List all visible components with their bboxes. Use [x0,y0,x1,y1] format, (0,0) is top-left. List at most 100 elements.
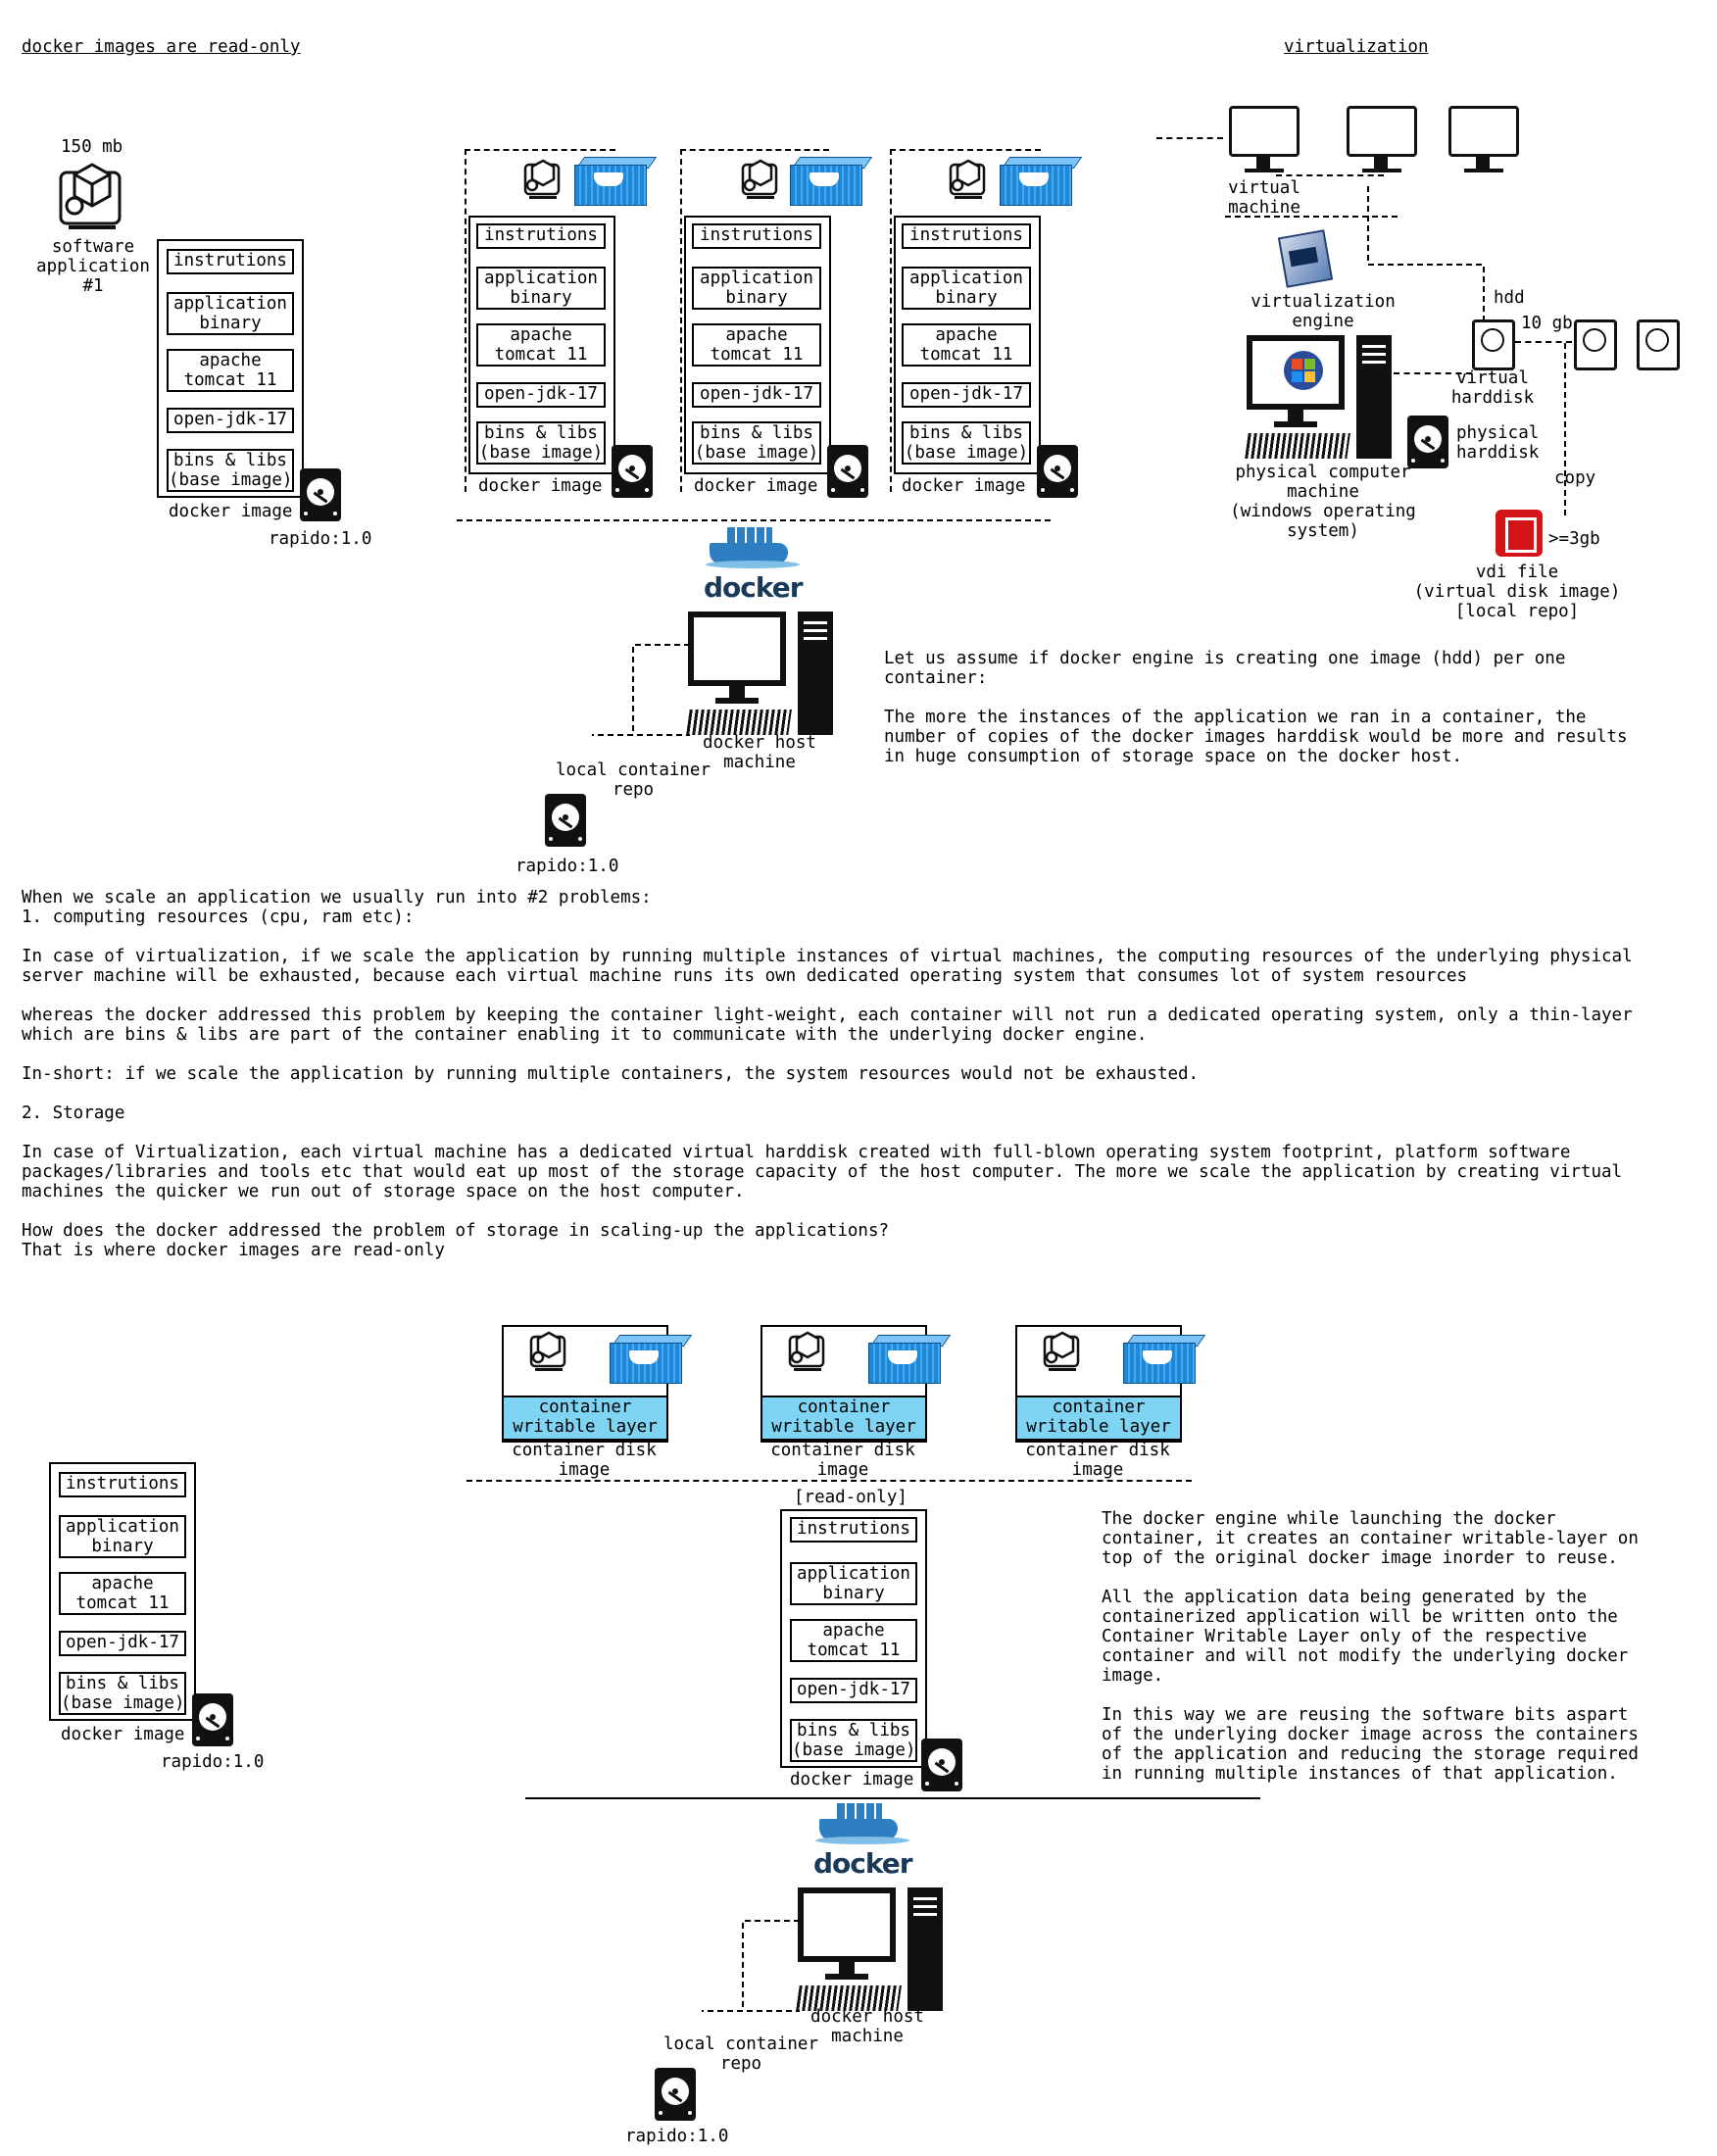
container-frame-3 [890,149,1041,492]
vm-connector [1156,137,1223,139]
container-frame-1 [465,149,615,492]
image-stack-3: instrutions application binary apache to… [894,216,1041,474]
assumption-text: Let us assume if docker engine is creati… [884,649,1628,766]
body-text: When we scale an application we usually … [22,888,1633,1260]
connector-line [1367,186,1485,319]
docker-wordmark: docker [813,1847,913,1880]
virtual-harddisk-label: virtual harddisk [1450,368,1535,408]
layer-jdk: open-jdk-17 [59,1631,186,1656]
container-frame-2 [680,149,829,492]
local-repo-label: local container repo [662,2034,819,2074]
cube-icon [788,1331,825,1371]
harddisk-icon [612,445,653,498]
docker-container-icon [610,1335,693,1384]
writable-layer: container writable layer [1015,1396,1182,1441]
docker-image-label: docker image [169,502,293,521]
monitor-icon [1229,106,1300,180]
harddisk-icon [655,2068,696,2121]
layer-app-binary: application binary [167,292,294,335]
harddisk-icon [192,1693,233,1746]
vdi-icon [1496,510,1543,557]
rapido-label: rapido:1.0 [515,857,619,876]
layer-app-binary: application binary [59,1515,186,1558]
docker-image-label: docker image [694,476,818,496]
layer-tomcat: apache tomcat 11 [692,323,821,367]
container-disk-label: container disk image [512,1441,657,1480]
virtual-harddisk-icon [1637,319,1680,370]
container-disk-label: container disk image [1025,1441,1170,1480]
layer-tomcat: apache tomcat 11 [59,1572,186,1615]
image-stack-shared: instrutions application binary apache to… [780,1509,927,1768]
cube-icon [523,159,561,199]
virtualization-engine-label: virtualization engine [1251,292,1396,331]
computer-icon [796,1887,945,2015]
writable-layer: container writable layer [502,1396,668,1441]
container-disk-label: container disk image [770,1441,915,1480]
layer-bins: bins & libs (base image) [790,1719,917,1762]
layer-app-binary: application binary [790,1562,917,1605]
cube-icon [529,1331,566,1371]
docker-image-label: docker image [790,1770,914,1789]
connector-line [592,644,690,736]
harddisk-icon [300,468,341,521]
docker-host-label: docker host machine [810,2007,924,2046]
cube-icon [949,159,986,199]
rapido-label: rapido:1.0 [161,1752,265,1772]
copy-connector [1564,343,1566,515]
harddisk-icon [827,445,868,498]
layer-app-binary: application binary [692,267,821,310]
layer-jdk: open-jdk-17 [692,382,821,408]
layer-jdk: open-jdk-17 [167,408,294,433]
host-line [525,1797,1260,1799]
vm-dash-line [1225,216,1398,218]
image-stack-1: instrutions application binary apache to… [468,216,615,474]
monitor-icon [1448,106,1519,180]
phys-connector [1394,372,1472,374]
layer-bins: bins & libs (base image) [476,421,606,465]
vm-dash-line [1276,174,1384,176]
layer-bins: bins & libs (base image) [59,1672,186,1715]
computer-icon [686,612,835,739]
software-size: 150 mb [61,137,123,157]
image-stack-2: instrutions application binary apache to… [684,216,831,474]
physical-machine-label: physical computer machine (windows opera… [1230,463,1416,541]
rapido-label: rapido:1.0 [625,2127,729,2146]
virtualbox-icon [1274,227,1334,288]
writable-layer: container writable layer [760,1396,927,1441]
layer-jdk: open-jdk-17 [476,382,606,408]
rapido-label: rapido:1.0 [269,529,372,549]
physical-harddisk-label: physical harddisk [1456,423,1540,463]
header-docker-images: docker images are read-only [22,37,301,57]
monitor-icon [1347,106,1417,180]
software-label: software application #1 [36,237,150,296]
vdi-label: vdi file (virtual disk image) [local rep… [1413,563,1621,621]
docker-container-icon [1000,157,1083,206]
docker-logo [815,1803,913,1862]
layer-tomcat: apache tomcat 11 [790,1619,917,1662]
harddisk-icon [921,1739,962,1791]
layer-tomcat: apache tomcat 11 [167,349,294,392]
cube-icon [59,163,122,229]
docker-container-icon [574,157,658,206]
layer-tomcat: apache tomcat 11 [902,323,1031,367]
layer-tomcat: apache tomcat 11 [476,323,606,367]
layer-instructions: instrutions [476,223,606,249]
vhd-connector [1515,341,1572,343]
virtual-harddisk-icon [1472,319,1515,370]
local-repo-label: local container repo [555,760,711,800]
separator [466,1480,1192,1482]
docker-container-icon [790,157,873,206]
layer-bins: bins & libs (base image) [167,449,294,492]
layer-instructions: instrutions [692,223,821,249]
harddisk-icon [1037,445,1078,498]
size-10gb: 10 gb [1521,314,1573,333]
layer-instructions: instrutions [790,1517,917,1543]
harddisk-icon [545,794,586,847]
docker-image-label: docker image [478,476,603,496]
read-only-label: [read-only] [794,1488,908,1507]
docker-host-label: docker host machine [703,733,816,772]
image-stack-bottom: instrutions application binary apache to… [49,1462,196,1721]
layer-instructions: instrutions [167,249,294,274]
size-3gb: >=3gb [1548,529,1600,549]
layer-bins: bins & libs (base image) [692,421,821,465]
